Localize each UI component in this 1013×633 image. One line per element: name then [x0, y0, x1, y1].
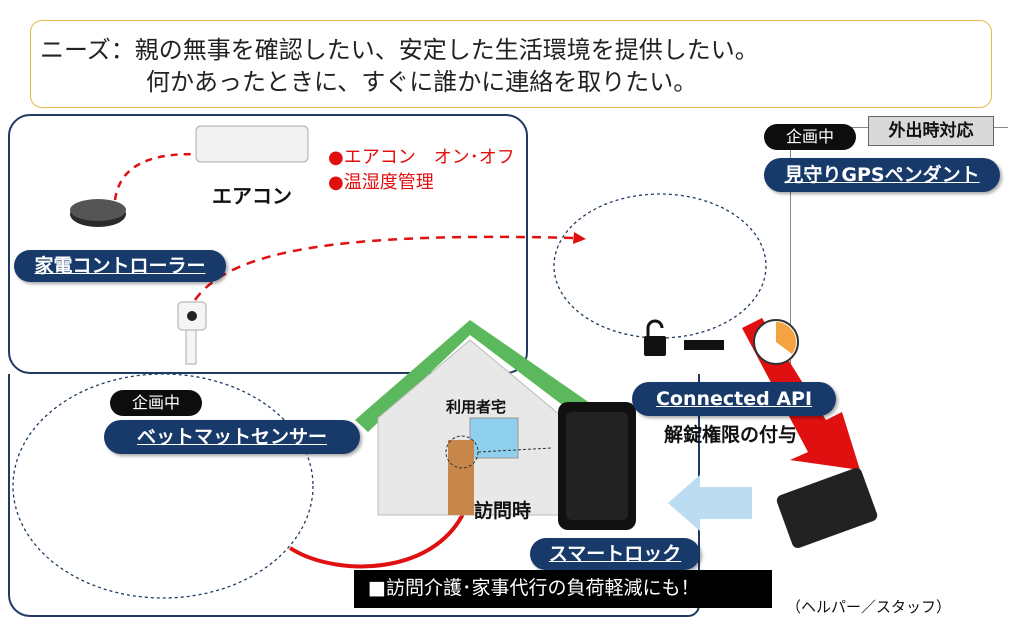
home-area-frame: [8, 114, 528, 374]
gps-planning-badge: 企画中: [764, 124, 856, 150]
controller-label: 家電コントローラー: [14, 250, 226, 282]
aircon-feature-humidity: ●温湿度管理: [328, 172, 434, 193]
gps-pendant-label: 見守りGPSペンダント: [764, 158, 1000, 192]
smart-lock-label: スマートロック: [530, 538, 700, 570]
bed-planning-badge: 企画中: [110, 390, 202, 416]
needs-line-1: ニーズ：親の無事を確認したい、安定した生活環境を提供したい。: [40, 36, 759, 64]
bed-sensor-label: ベットマットセンサー: [104, 420, 360, 454]
helper-caption: （ヘルパー／スタッフ）: [786, 598, 952, 616]
needs-line-2: 何かあったときに、すぐに誰かに連絡を取りたい。: [146, 68, 698, 96]
outing-tag: 外出時対応: [868, 116, 994, 146]
needs-box: [30, 20, 992, 108]
connected-api-label: Connected API: [632, 382, 836, 416]
api-permission-label: 解錠権限の付与: [664, 424, 798, 446]
aircon-label: エアコン: [212, 184, 292, 208]
user-home-label: 利用者宅: [446, 398, 507, 416]
aircon-feature-onoff: ●エアコン オン･オフ: [328, 147, 515, 168]
burden-reduction-banner: ■訪問介護･家事代行の負荷軽減にも！: [354, 570, 772, 608]
visit-label: 訪問時: [474, 500, 532, 522]
